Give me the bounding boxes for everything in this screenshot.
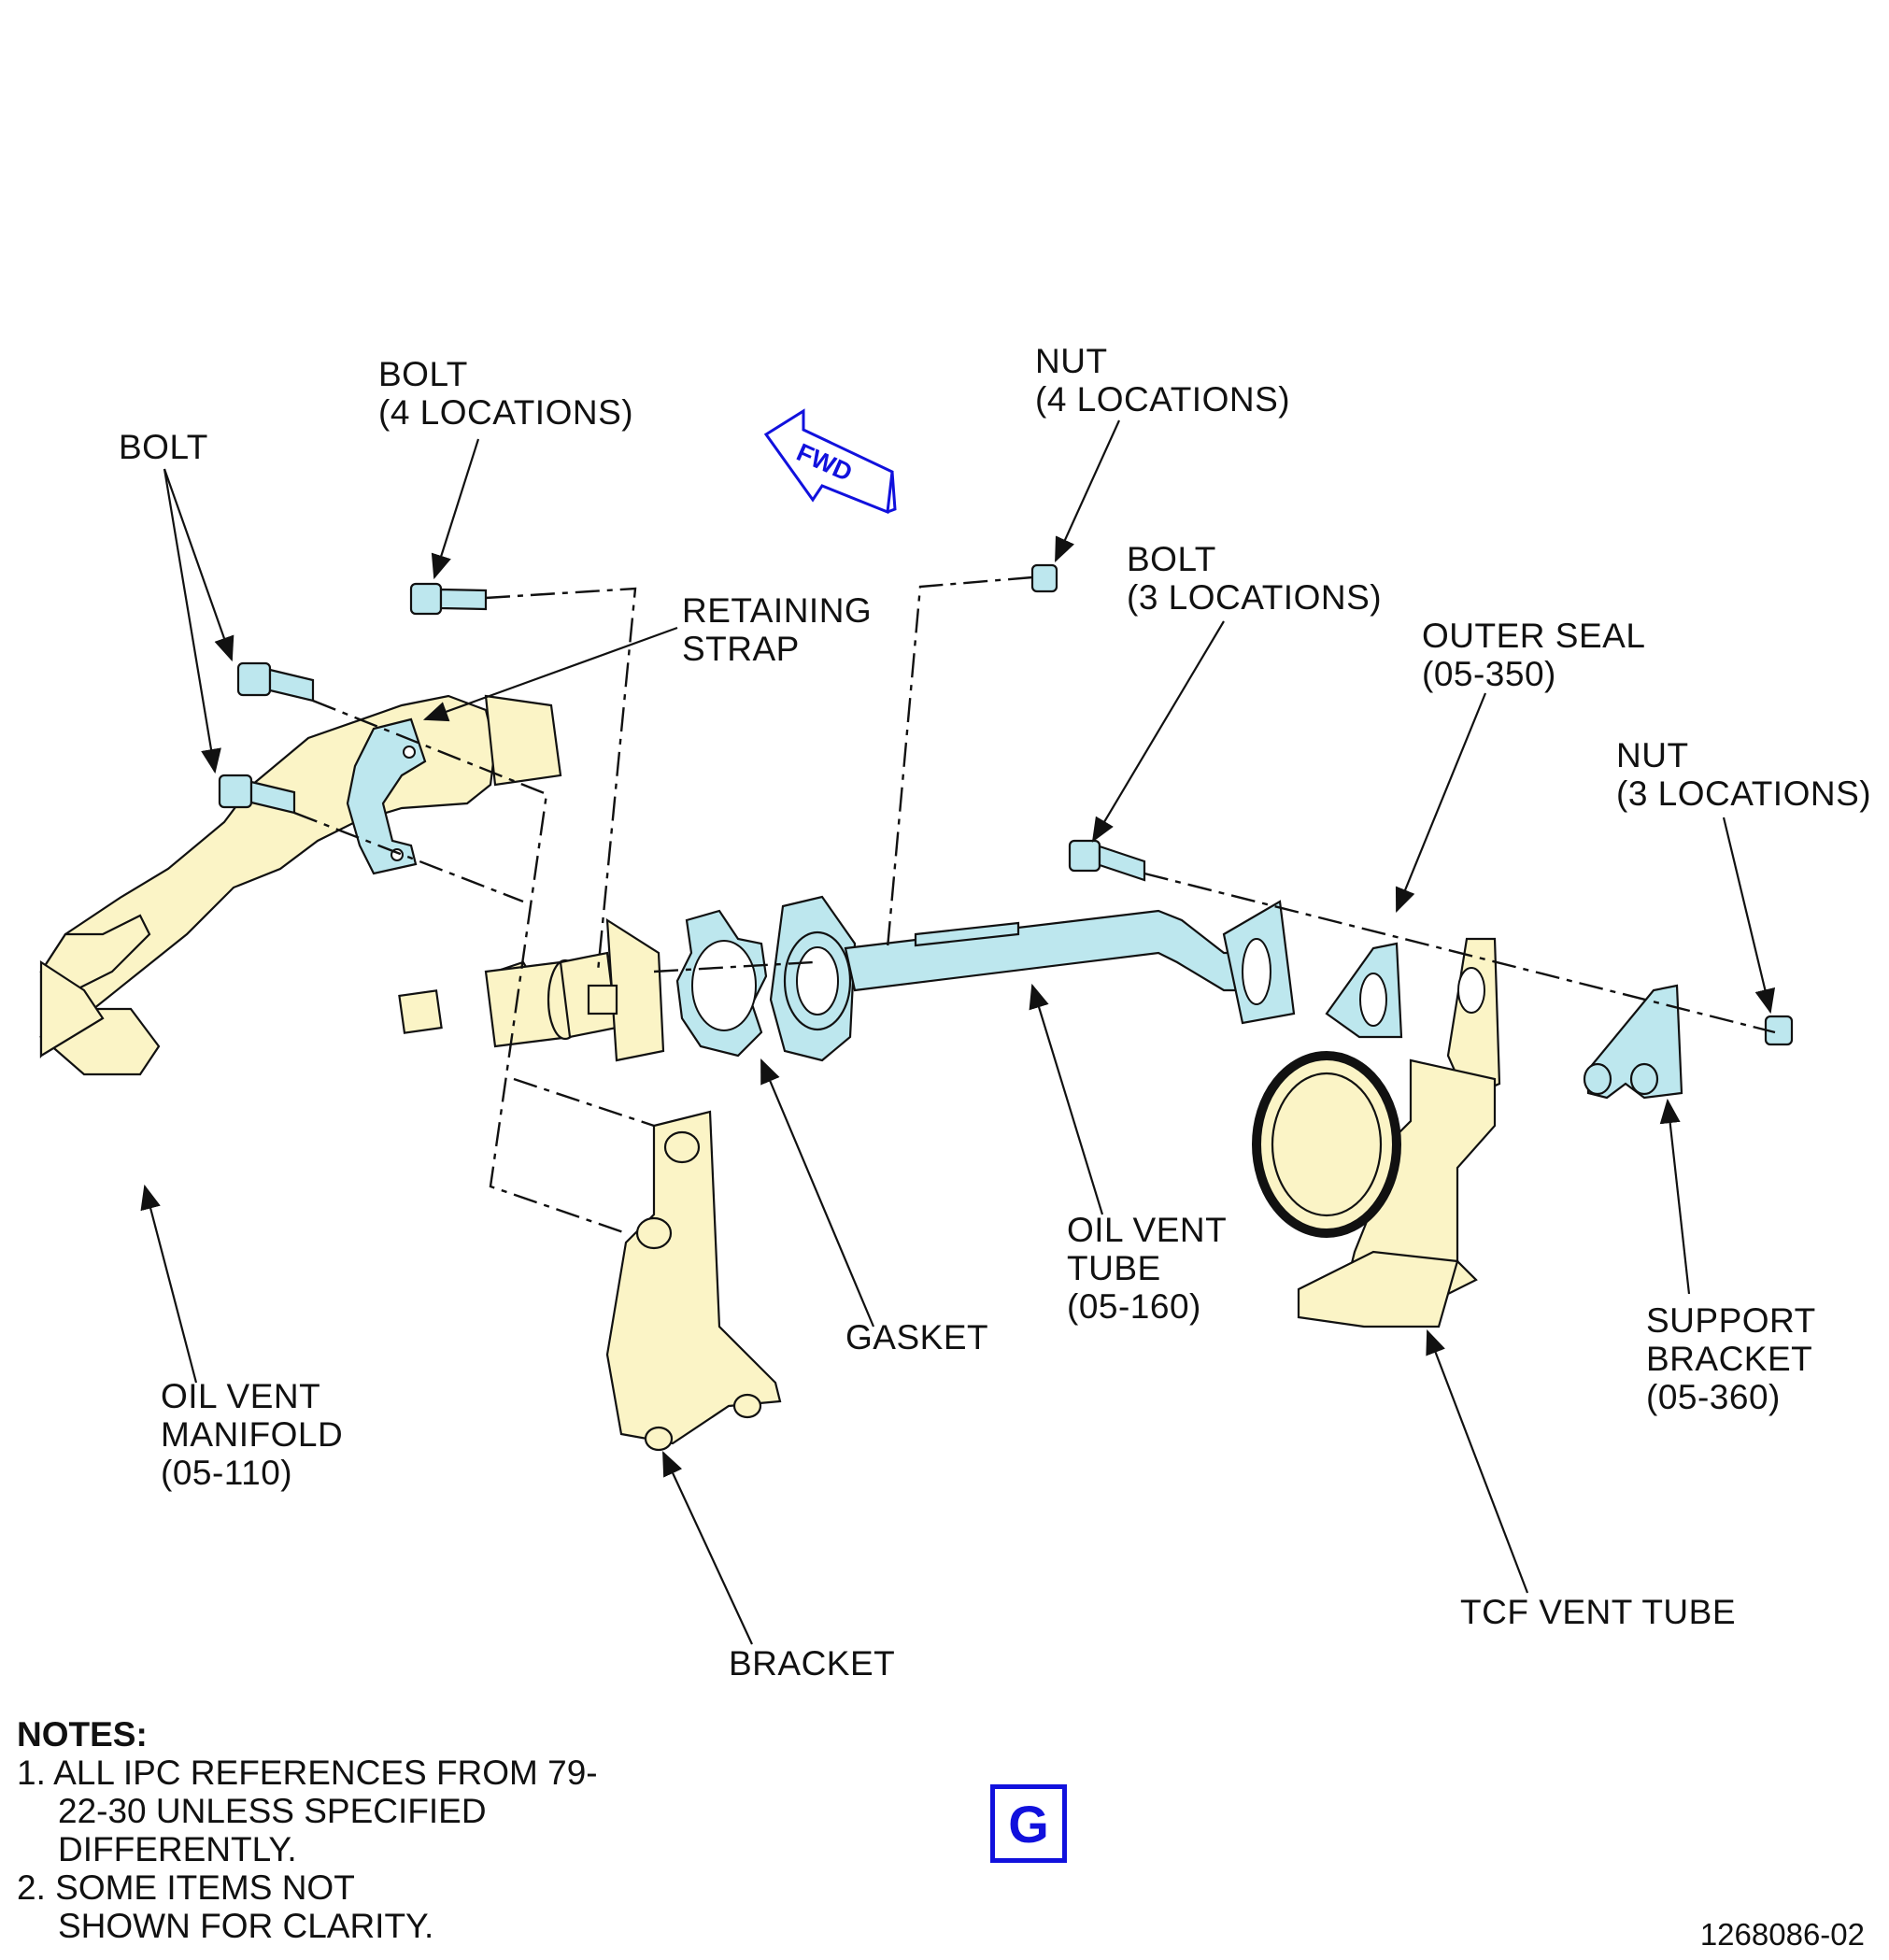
notes-title: NOTES: [17, 1715, 148, 1754]
outer-seal-part [1325, 942, 1403, 1039]
label-bracket: BRACKET [729, 1644, 896, 1683]
label-oil-vent-tube: OIL VENT TUBE (05-160) [1067, 1211, 1228, 1326]
label-nut-3-locations: NUT (3 LOCATIONS) [1616, 736, 1872, 813]
label-oil-vent-manifold: OIL VENT MANIFOLD (05-110) [161, 1377, 344, 1492]
fwd-arrow-icon: FWD [763, 408, 897, 515]
tcf-vent-tube-part [1252, 937, 1501, 1328]
bracket-part [605, 1110, 782, 1452]
bolt-strap-upper [236, 661, 315, 703]
note-item-1: 1. ALL IPC REFERENCES FROM 79-22-30 UNLE… [17, 1754, 598, 1868]
label-tcf-vent-tube: TCF VENT TUBE [1460, 1593, 1737, 1631]
nut-4 [1030, 563, 1058, 593]
note-item-2: 2. SOME ITEMS NOT SHOWN FOR CLARITY. [17, 1868, 434, 1945]
label-support-bracket: SUPPORT BRACKET (05-360) [1646, 1301, 1816, 1416]
label-gasket: GASKET [845, 1318, 989, 1356]
label-bolt: BOLT [119, 428, 208, 466]
bolt-strap-lower [218, 774, 296, 815]
figure-id: 1268086-02 [1699, 1917, 1865, 1952]
leader-lines [140, 419, 1776, 1645]
notes-block: NOTES: 1. ALL IPC REFERENCES FROM 79-22-… [17, 1715, 618, 1945]
bolt-flange-4 [409, 582, 488, 616]
sheet-indicator: G [990, 1784, 1067, 1863]
label-outer-seal: OUTER SEAL (05-350) [1422, 617, 1646, 693]
gasket-part [675, 909, 768, 1058]
label-nut-4-locations: NUT (4 LOCATIONS) [1035, 342, 1291, 419]
label-bolt-4-locations: BOLT (4 LOCATIONS) [378, 355, 634, 432]
label-retaining-strap: RETAINING STRAP [682, 591, 873, 668]
retaining-strap [346, 717, 427, 875]
assembly-lines [293, 575, 1776, 1235]
oil-vent-tube-part [769, 895, 1296, 1062]
hardware [218, 563, 1794, 1046]
manifold-connector [484, 917, 665, 1062]
support-bracket-part [1583, 984, 1683, 1100]
label-bolt-3-locations: BOLT (3 LOCATIONS) [1127, 540, 1383, 617]
bolt-flange-3 [1068, 839, 1146, 882]
